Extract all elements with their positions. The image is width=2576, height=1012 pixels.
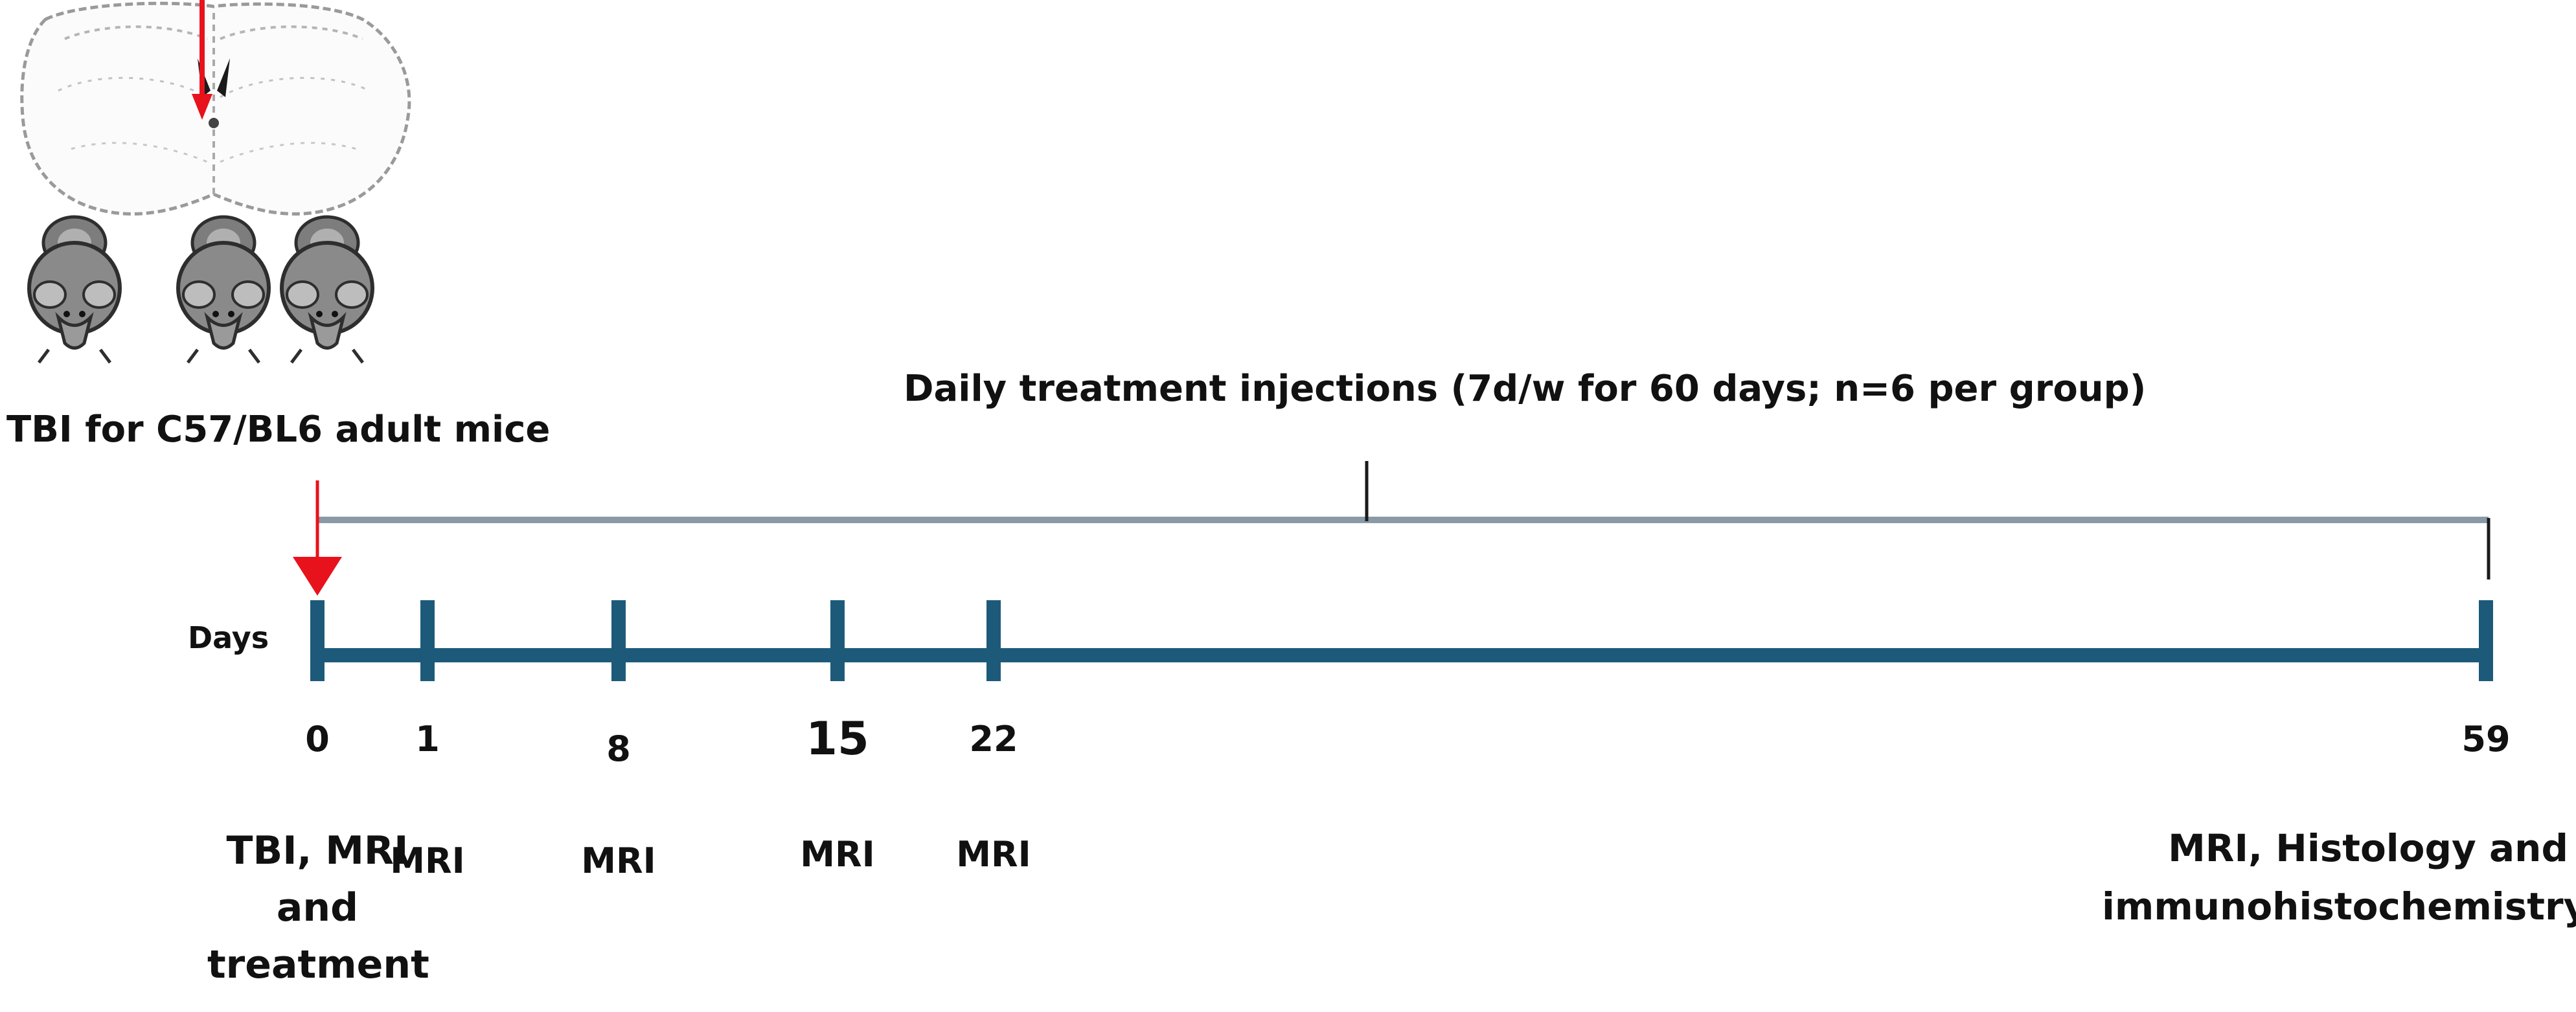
treatment-bracket [317, 461, 2491, 579]
event-label: TBI, MRI and treatment [207, 828, 429, 987]
timeline-ticks [310, 600, 2493, 681]
red-arrow-icon [192, 0, 212, 120]
mouse-icon [282, 217, 372, 363]
brain-section-icon [20, 1, 411, 216]
event-label: MRI [800, 834, 875, 875]
event-label: MRI, Histology and immunohistochemistry [2102, 826, 2576, 928]
mouse-icon [178, 217, 269, 363]
timeline-tick-day-15 [830, 600, 845, 681]
event-label: MRI [581, 840, 656, 881]
timeline-tick-day-22 [986, 600, 1001, 681]
timeline-tick-day-1 [420, 600, 435, 681]
injury-label: TBI for C57/BL6 adult mice [6, 409, 551, 451]
day-label: 15 [806, 712, 869, 765]
timeline-tick-day-0 [310, 600, 325, 681]
timeline-tick-day-59 [2479, 600, 2493, 681]
day-label: 22 [969, 719, 1018, 759]
event-label: MRI [956, 834, 1031, 875]
injury-marker [293, 480, 342, 596]
timeline-tick-day-8 [611, 600, 626, 681]
day-label: 1 [415, 719, 440, 759]
day-label: 8 [606, 728, 631, 769]
mouse-icon [29, 217, 120, 363]
axis-label: Days [188, 620, 269, 655]
event-label: MRI [390, 840, 465, 881]
day-label: 59 [2461, 719, 2511, 759]
day-label: 0 [305, 719, 330, 759]
treatment-label: Daily treatment injections (7d/w for 60 … [904, 368, 2147, 410]
